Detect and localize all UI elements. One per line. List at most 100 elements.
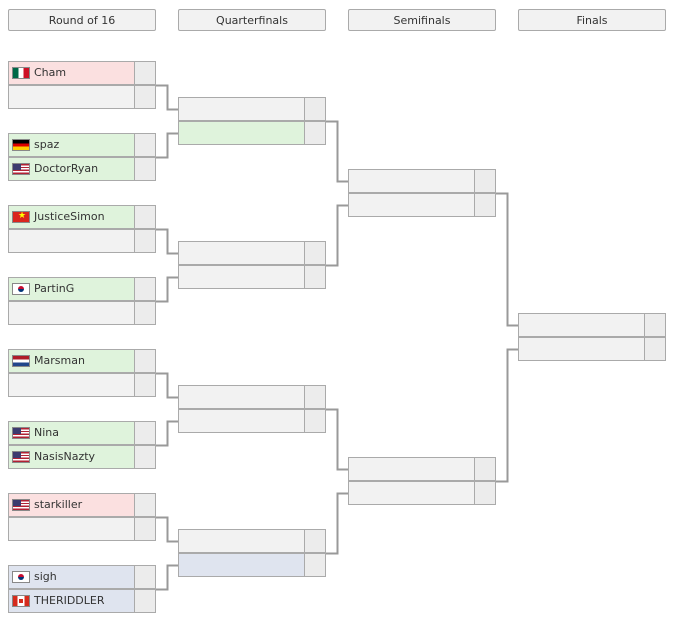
score-cell: [135, 86, 155, 108]
score-cell: [135, 518, 155, 540]
netherlands-flag-icon: [12, 355, 30, 367]
player-cell: [9, 518, 135, 540]
connector-line-8: [156, 564, 178, 591]
connector-line-3: [156, 228, 178, 255]
finals-match-1-slot-2[interactable]: [518, 337, 666, 361]
score-cell: [135, 446, 155, 468]
quarterfinals-match-1-slot-1[interactable]: [178, 97, 326, 121]
score-cell: [135, 494, 155, 516]
player-cell: Marsman: [9, 350, 135, 372]
score-cell: [135, 350, 155, 372]
player-cell: JusticeSimon: [9, 206, 135, 228]
quarterfinals-match-3-slot-1[interactable]: [178, 385, 326, 409]
score-cell: [135, 134, 155, 156]
score-cell: [135, 422, 155, 444]
player-cell: Nina: [9, 422, 135, 444]
round-of-16-match-2-slot-1[interactable]: spaz: [8, 133, 156, 157]
score-cell: [135, 230, 155, 252]
score-cell: [305, 530, 325, 552]
connector-line-5: [156, 372, 178, 399]
score-cell: [135, 62, 155, 84]
score-cell: [475, 482, 495, 504]
player-name: THERIDDLER: [34, 594, 105, 607]
semifinals-match-2-slot-1[interactable]: [348, 457, 496, 481]
semifinals-match-1-slot-2[interactable]: [348, 193, 496, 217]
player-cell: THERIDDLER: [9, 590, 135, 612]
score-cell: [135, 302, 155, 324]
usa-flag-icon: [12, 427, 30, 439]
round-header-2: Quarterfinals: [178, 9, 326, 31]
usa-flag-icon: [12, 451, 30, 463]
connector-line-1: [156, 84, 178, 111]
score-cell: [305, 386, 325, 408]
usa-flag-icon: [12, 499, 30, 511]
connector-line-6: [156, 420, 178, 447]
player-cell: [179, 266, 305, 288]
player-name: sigh: [34, 570, 57, 583]
player-name: Nina: [34, 426, 59, 439]
player-name: Marsman: [34, 354, 85, 367]
player-name: PartinG: [34, 282, 75, 295]
player-cell: [179, 530, 305, 552]
round-of-16-match-8-slot-2[interactable]: THERIDDLER: [8, 589, 156, 613]
round-header-3: Semifinals: [348, 9, 496, 31]
quarterfinals-match-4-slot-1[interactable]: [178, 529, 326, 553]
round-of-16-match-1-slot-1[interactable]: Cham: [8, 61, 156, 85]
connector-line-2: [156, 132, 178, 159]
quarterfinals-match-3-slot-2[interactable]: [178, 409, 326, 433]
player-name: spaz: [34, 138, 60, 151]
score-cell: [645, 338, 665, 360]
player-cell: [349, 170, 475, 192]
score-cell: [305, 242, 325, 264]
quarterfinals-match-4-slot-2[interactable]: [178, 553, 326, 577]
connector-line-4: [156, 276, 178, 303]
round-of-16-match-5-slot-2[interactable]: [8, 373, 156, 397]
finals-match-1-slot-1[interactable]: [518, 313, 666, 337]
score-cell: [305, 266, 325, 288]
round-of-16-match-2-slot-2[interactable]: DoctorRyan: [8, 157, 156, 181]
player-cell: [519, 338, 645, 360]
germany-flag-icon: [12, 139, 30, 151]
round-of-16-match-1-slot-2[interactable]: [8, 85, 156, 109]
round-header-4: Finals: [518, 9, 666, 31]
round-of-16-match-8-slot-1[interactable]: sigh: [8, 565, 156, 589]
score-cell: [475, 194, 495, 216]
round-of-16-match-4-slot-1[interactable]: PartinG: [8, 277, 156, 301]
player-name: DoctorRyan: [34, 162, 99, 175]
score-cell: [135, 206, 155, 228]
score-cell: [135, 374, 155, 396]
round-of-16-match-5-slot-1[interactable]: Marsman: [8, 349, 156, 373]
score-cell: [475, 458, 495, 480]
player-cell: spaz: [9, 134, 135, 156]
quarterfinals-match-2-slot-2[interactable]: [178, 265, 326, 289]
player-cell: NasisNazty: [9, 446, 135, 468]
round-of-16-match-3-slot-2[interactable]: [8, 229, 156, 253]
connector-line-9: [326, 120, 348, 183]
round-of-16-match-3-slot-1[interactable]: JusticeSimon: [8, 205, 156, 229]
player-cell: [9, 302, 135, 324]
south-korea-flag-icon: [12, 283, 30, 295]
score-cell: [305, 98, 325, 120]
player-name: JusticeSimon: [34, 210, 105, 223]
round-of-16-match-7-slot-1[interactable]: starkiller: [8, 493, 156, 517]
quarterfinals-match-2-slot-1[interactable]: [178, 241, 326, 265]
score-cell: [305, 410, 325, 432]
round-of-16-match-6-slot-1[interactable]: Nina: [8, 421, 156, 445]
score-cell: [475, 170, 495, 192]
semifinals-match-1-slot-1[interactable]: [348, 169, 496, 193]
score-cell: [305, 554, 325, 576]
quarterfinals-match-1-slot-2[interactable]: [178, 121, 326, 145]
round-of-16-match-7-slot-2[interactable]: [8, 517, 156, 541]
semifinals-match-2-slot-2[interactable]: [348, 481, 496, 505]
player-cell: [9, 86, 135, 108]
score-cell: [135, 278, 155, 300]
round-of-16-match-4-slot-2[interactable]: [8, 301, 156, 325]
player-cell: [349, 458, 475, 480]
usa-flag-icon: [12, 163, 30, 175]
player-cell: PartinG: [9, 278, 135, 300]
player-name: starkiller: [34, 498, 83, 511]
player-cell: [179, 554, 305, 576]
round-of-16-match-6-slot-2[interactable]: NasisNazty: [8, 445, 156, 469]
player-cell: [179, 386, 305, 408]
